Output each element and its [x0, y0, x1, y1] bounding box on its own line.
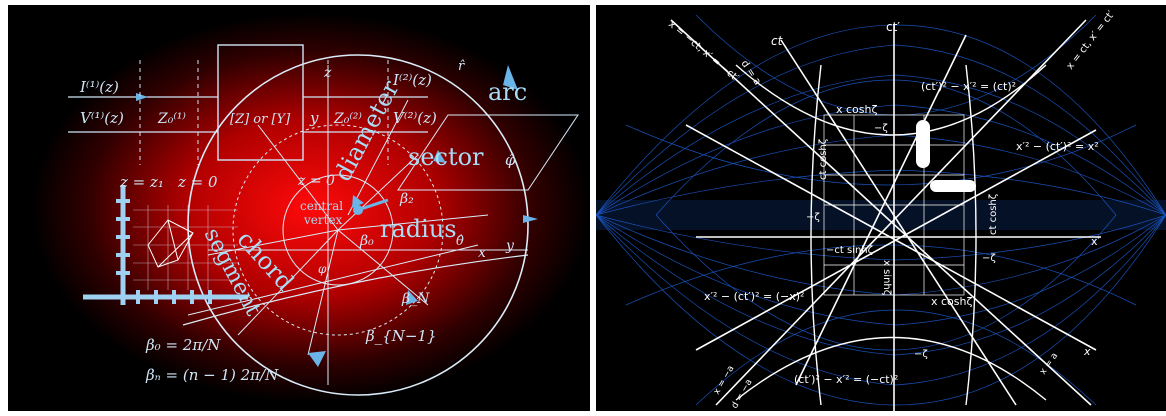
impedance-box: [217, 44, 304, 161]
label-v2: V⁽²⁾(z): [393, 109, 437, 127]
small-grid: [133, 205, 238, 290]
label-vertex: vertex: [303, 213, 343, 227]
white-bar-vertical: [916, 120, 930, 168]
label-theta-hat: θ̂: [456, 234, 464, 249]
label-neg-zeta-right: −ζ: [982, 253, 996, 264]
geometry-figure-svg: I⁽¹⁾(z) V⁽¹⁾(z) Z₀⁽¹⁾ [Z] or [Y] y z I⁽²…: [8, 5, 590, 411]
chord-curve: [182, 254, 529, 326]
label-x-cosh-top: x coshζ: [836, 103, 877, 116]
red-glow-background: [8, 5, 590, 411]
label-sector: sector: [408, 143, 484, 171]
label-arc: arc: [488, 78, 527, 106]
label-eq-bottom: (ct′)² − x′² = (−ct)²: [794, 373, 898, 386]
label-ct-cosh-left: ct coshζ: [818, 139, 829, 180]
label-beta2: β₂: [399, 191, 414, 207]
label-eq-right: x′² − (ct′)² = x²: [1016, 140, 1099, 153]
label-ct-left: ct: [771, 34, 784, 48]
label-x: x: [478, 245, 486, 261]
formula-2: βₙ = (n − 1) 2π/N: [145, 366, 279, 384]
white-bar-horizontal: [930, 180, 976, 192]
black-background: [596, 5, 1166, 411]
label-v1: V⁽¹⁾(z): [80, 109, 124, 127]
label-radius: radius: [380, 215, 457, 243]
small-circle: [282, 174, 394, 286]
label-neg-zeta-bottom: −ζ: [914, 349, 928, 360]
inner-dashed-circle: [232, 124, 444, 336]
horizontal-band: [596, 200, 1166, 230]
label-z-or-y: [Z] or [Y]: [230, 112, 291, 127]
label-x-sinh: x sinhζ: [881, 260, 892, 295]
center-grid: [823, 114, 965, 296]
label-eq-top: (ct′)² − x′² = (ct)²: [921, 80, 1016, 93]
label-eq-left: x′² − (ct′)² = (−x)²: [704, 290, 804, 303]
label-betaN1: β_{N−1}: [365, 327, 437, 345]
label-x-axis: x: [1083, 345, 1091, 358]
label-z: z: [323, 65, 332, 81]
label-neg-zeta-left: −ζ: [806, 212, 820, 223]
label-z-eq-z1: z = z₁: [119, 173, 164, 191]
formula-1: β₀ = 2π/N: [145, 336, 221, 354]
radius-line: [357, 198, 389, 212]
axis-ticks: [116, 199, 212, 304]
label-z01: Z₀⁽¹⁾: [157, 111, 186, 127]
label-z02: Z₀⁽²⁾: [333, 111, 362, 127]
radial-lines: [187, 65, 528, 385]
spacetime-figure: ct′ ct x = −ct, x′ = −ct′ x = ct, x′ = c…: [596, 5, 1166, 411]
label-y-axis: y: [505, 238, 515, 254]
label-x-prime: x′: [1091, 235, 1101, 248]
spacetime-figure-svg: ct′ ct x = −ct, x′ = −ct′ x = ct, x′ = c…: [596, 5, 1166, 411]
label-beta0-small: β₀: [359, 233, 374, 249]
blue-mesh: [596, 14, 1166, 406]
label-ct-cosh-right: ct coshζ: [988, 194, 999, 235]
label-central: central: [300, 199, 343, 213]
sector-parallelogram: [397, 114, 579, 191]
label-r-hat: r̂: [458, 59, 466, 74]
label-ct-prime-top: ct′: [886, 20, 900, 34]
geometry-figure: I⁽¹⁾(z) V⁽¹⁾(z) Z₀⁽¹⁾ [Z] or [Y] y z I⁽²…: [8, 5, 590, 411]
accent-arrows: [308, 65, 538, 367]
label-x-cosh-bottom: x coshζ: [931, 295, 972, 308]
arrow-marker: [136, 93, 148, 101]
label-phi: φ: [318, 262, 327, 276]
label-z-eq-0-b: z = 0: [297, 173, 335, 189]
label-i1: I⁽¹⁾(z): [79, 78, 119, 96]
label-z-eq-0: z = 0: [177, 173, 218, 191]
label-betaN: β_N: [401, 291, 430, 307]
label-phi-hat: φ̂: [505, 151, 516, 169]
label-neg-ct-sinh: −ct sinhζ: [826, 245, 873, 256]
mesh-polygon: [147, 219, 194, 268]
label-neg-zeta-top: −ζ: [874, 123, 888, 134]
label-i2: I⁽²⁾(z): [392, 71, 432, 89]
label-y: y: [309, 109, 319, 127]
hyperbolas: [735, 64, 1047, 406]
